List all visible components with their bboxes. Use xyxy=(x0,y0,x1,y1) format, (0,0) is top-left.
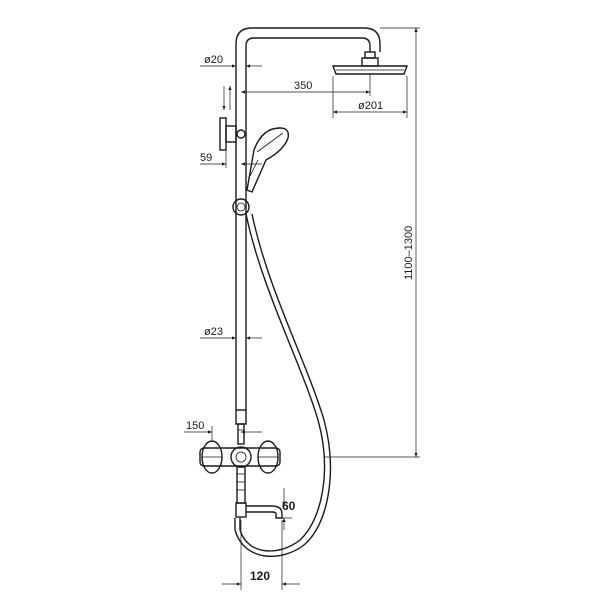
rain-shower-head xyxy=(331,51,409,75)
handshower xyxy=(246,127,290,193)
dim-spout-reach-label: 120 xyxy=(250,569,270,583)
dim-holder-offset-label: 59 xyxy=(200,152,212,164)
dim-height-range: 1100–1300 xyxy=(324,27,420,458)
overhead-arm xyxy=(235,27,381,208)
dim-pipe-lower: ø23 xyxy=(200,326,262,340)
dim-spout-height: 60 xyxy=(276,488,296,530)
dim-holder-offset: 59 xyxy=(200,150,262,168)
dim-spout-height-label: 60 xyxy=(282,499,296,513)
lower-riser-tube xyxy=(235,409,247,445)
diverter xyxy=(235,466,247,518)
shower-hose xyxy=(234,213,332,557)
handshower-holder xyxy=(219,117,246,151)
dim-height-range-label: 1100–1300 xyxy=(403,226,415,280)
upper-riser-pipe xyxy=(235,208,247,410)
dim-arm-length: 350 xyxy=(241,74,371,96)
bath-spout xyxy=(246,505,283,519)
dim-arm-length-label: 350 xyxy=(294,80,312,92)
dim-pipe-lower-label: ø23 xyxy=(204,326,223,338)
dim-pipe-top-label: ø20 xyxy=(204,54,223,66)
mixer-body xyxy=(199,440,281,474)
dim-mixer-offset-label: 150 xyxy=(186,420,204,432)
dim-pipe-top: ø20 xyxy=(200,54,262,68)
dim-mixer-offset: 150 xyxy=(184,420,262,440)
dim-spout-reach: 120 xyxy=(222,520,300,590)
dim-head-diameter-label: ø201 xyxy=(358,100,383,112)
slider-ring xyxy=(232,198,250,216)
dim-head-diameter: ø201 xyxy=(332,76,408,118)
slide-direction-arrows xyxy=(222,86,232,110)
